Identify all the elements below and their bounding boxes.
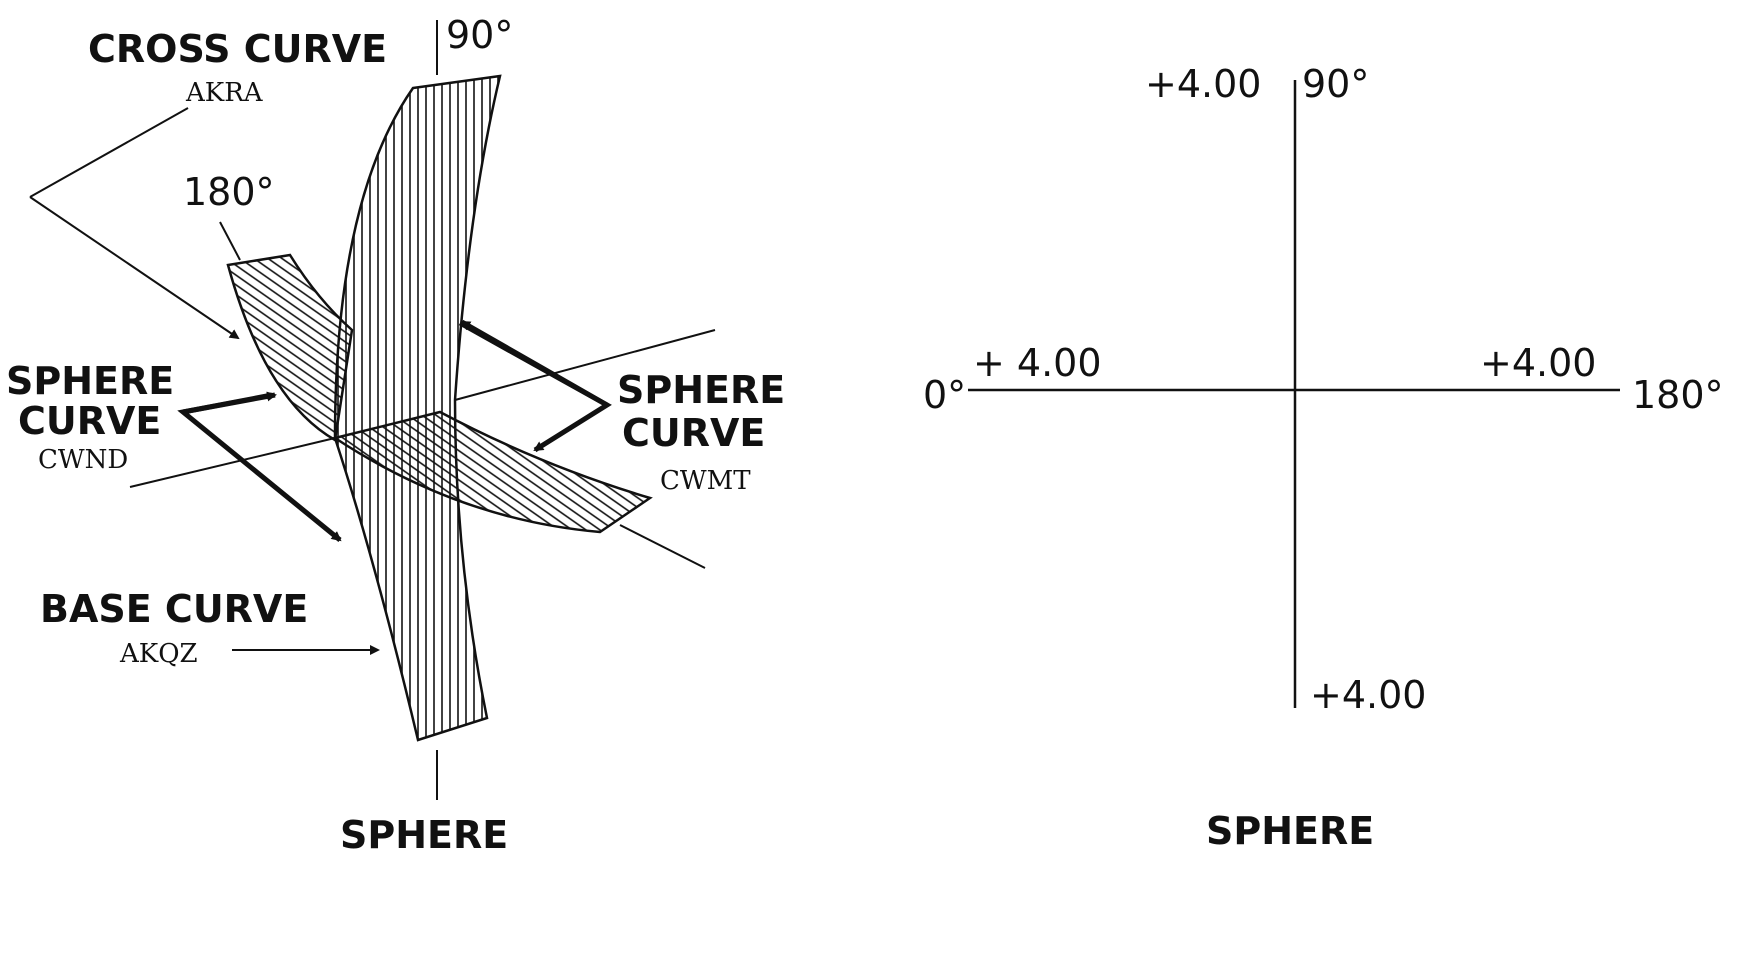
cross-curve-code: AKRA — [185, 78, 264, 108]
base-curve-band — [333, 74, 502, 742]
top-angle-label: 90° — [1302, 62, 1369, 106]
left-angle-label: 0° — [923, 373, 966, 417]
right-power-label: +4.00 — [1480, 341, 1596, 385]
sphere-curve-left-line2: CURVE — [18, 399, 161, 443]
cross-curve-label: CROSS CURVE — [88, 27, 387, 71]
right-angle-label: 180° — [1632, 373, 1724, 417]
cross-axis-line-right — [619, 524, 706, 569]
left-lens-diagram: CROSS CURVE AKRA 90° 180° SPHERE CURVE C… — [6, 13, 785, 857]
cross-curve-band — [331, 410, 653, 534]
sphere-curve-left-line1: SPHERE — [6, 359, 174, 403]
right-power-cross: +4.00 90° 0° + 4.00 +4.00 180° +4.00 SPH… — [923, 62, 1724, 853]
angle-180-leader — [219, 221, 241, 261]
cwmt-arrow-upper — [460, 319, 609, 408]
cross-axis-line-upper — [454, 329, 716, 401]
sphere-curve-band-upper — [226, 253, 354, 442]
right-caption-sphere: SPHERE — [1206, 809, 1374, 853]
cwnd-arrow-upper — [182, 391, 277, 415]
angle-180-label: 180° — [183, 170, 275, 214]
base-curve-code: AKQZ — [119, 639, 198, 669]
sphere-curve-right-line2: CURVE — [622, 411, 765, 455]
sphere-curve-right-code: CWMT — [660, 466, 751, 496]
bottom-power-label: +4.00 — [1310, 673, 1426, 717]
base-curve-label: BASE CURVE — [40, 587, 308, 631]
cross-axis-line-lower — [129, 437, 336, 488]
sphere-curve-right-line1: SPHERE — [617, 368, 785, 412]
left-caption-sphere: SPHERE — [340, 813, 508, 857]
akra-leader-a — [29, 107, 189, 198]
cwmt-bracket — [458, 320, 612, 453]
akra-leader-b — [29, 196, 240, 340]
angle-90-label: 90° — [446, 13, 513, 57]
sphere-curve-left-code: CWND — [38, 445, 128, 475]
top-power-label: +4.00 — [1145, 62, 1261, 106]
left-power-label: + 4.00 — [973, 341, 1102, 385]
